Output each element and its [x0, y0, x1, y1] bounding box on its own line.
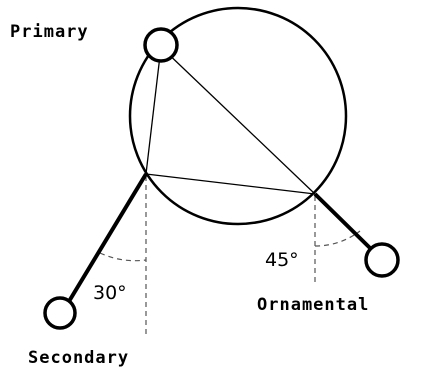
edge-primary-secondary [145, 46, 162, 175]
secondary-angle-arc [99, 252, 147, 262]
edge-secondary-ornamental [145, 173, 316, 195]
secondary-angle-value: 30° [93, 282, 127, 304]
inner-triangle [145, 46, 316, 195]
ornamental-node [364, 242, 400, 278]
edge-primary-ornamental [160, 46, 316, 195]
primary-label: Primary [10, 22, 89, 42]
secondary-node [43, 296, 77, 330]
ornamental-arm [313, 192, 372, 250]
secondary-arm [66, 172, 148, 305]
primary-node [143, 27, 179, 63]
main-circle [128, 6, 348, 226]
secondary-label: Secondary [28, 348, 129, 368]
ornamental-label: Ornamental [257, 295, 369, 315]
ornamental-angle-arc [314, 230, 361, 247]
ornamental-angle-value: 45° [265, 249, 299, 271]
